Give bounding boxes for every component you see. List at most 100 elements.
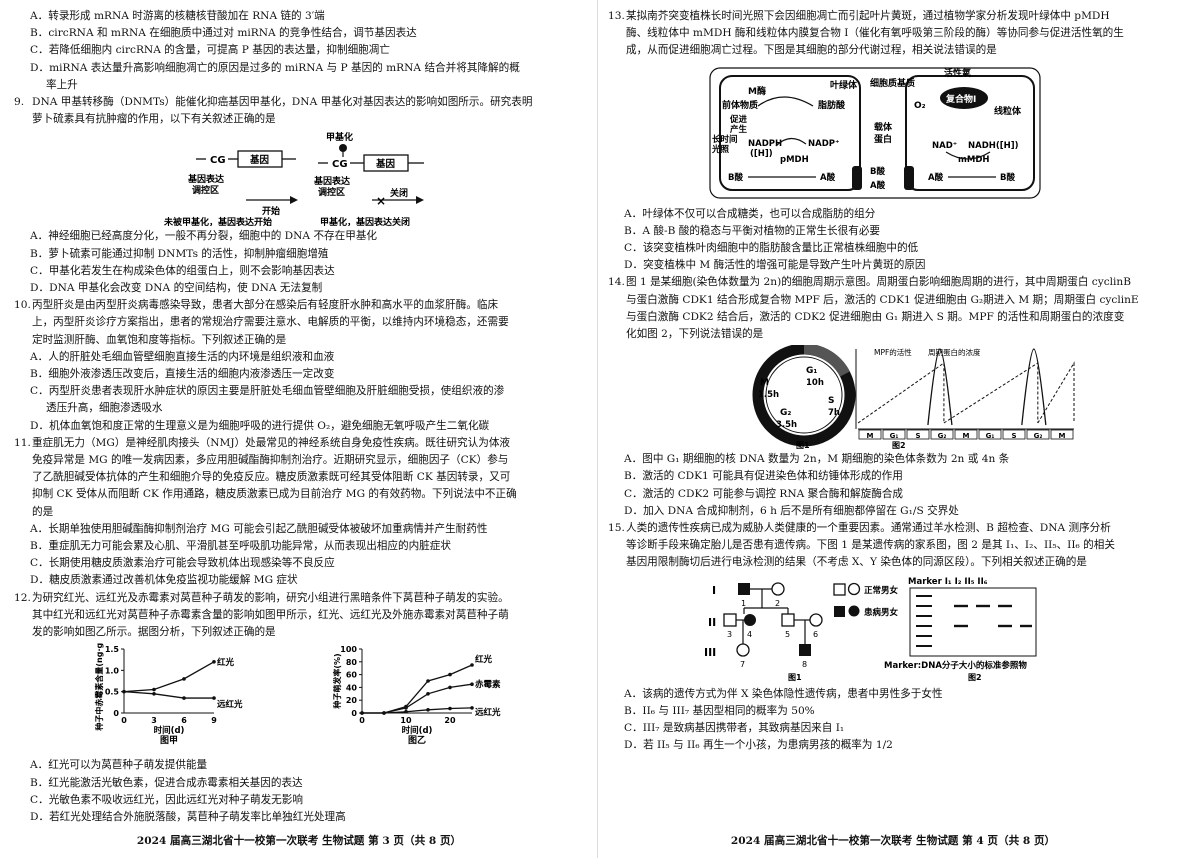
y-tick-label: 0.5 <box>105 688 120 697</box>
q15-number: 15. <box>608 522 625 535</box>
promote-label-2: 产生 <box>730 124 748 135</box>
phase-box <box>858 429 882 440</box>
acid-a-chloro: A酸 <box>820 172 836 183</box>
series-label-2: 远红光 <box>475 707 501 718</box>
q12-stem-line2: 其中红光和远红光对莴苣种子赤霉素含量的影响如图甲所示，红光、远红光及外施赤霉素对… <box>32 608 509 621</box>
ind-I1 <box>738 582 750 595</box>
phase-s: S <box>828 396 834 406</box>
q8-option-a: A．转录形成 mRNA 时游离的核糖核苷酸加在 RNA 链的 3′端 <box>30 10 325 22</box>
dna-methylation-diagram: CG 基因 基因表达 调控区 开始 未被甲基化，基因表达开始 甲基化 CG 基因… <box>163 131 424 228</box>
phase-g1-time: 10h <box>806 378 824 388</box>
q14-stem-line3: 与蛋白激酶 CDK2 结合后，激活的 CDK2 促进细胞由 G₁ 期进入 S 期… <box>626 310 1125 323</box>
ros-label: 活性氧 <box>944 67 971 79</box>
q11-option-d: D．糖皮质激素通过改善机体免疫监视功能缓解 MG 症状 <box>30 574 298 587</box>
y-axis-label: 种子萌发率(%) <box>332 654 342 710</box>
data-point <box>152 688 156 692</box>
y-tick-label: 1.5 <box>105 645 120 654</box>
start-label: 开始 <box>262 205 280 217</box>
gen-I: I <box>712 584 716 597</box>
fig2-caption: 图2 <box>892 441 906 449</box>
q13-option-d: D．突变植株中 M 酶活性的增强可能是导致产生叶片黄斑的原因 <box>624 259 926 272</box>
chloroplast-box <box>719 74 861 191</box>
x-tick-label: 3 <box>151 716 157 725</box>
phase-tick-label: G₂ <box>1034 432 1043 440</box>
q9-stem-line2: 萝卜硫素具有抗肿瘤的作用，以下有关叙述正确的是 <box>32 113 276 126</box>
phase-tick-label: S <box>915 432 920 440</box>
data-point <box>470 682 474 687</box>
block-x-mark: × <box>376 194 386 208</box>
acid-a-mito: A酸 <box>928 172 944 183</box>
q11-stem-line4: 抑制 CK 受体从而阻断 CK 作用通路，糖皮质激素已成为目前治疗 MG 的有效… <box>32 488 517 501</box>
gene-label-left: 基因 <box>249 154 269 166</box>
phase-tick-label: G₁ <box>890 432 899 440</box>
y-axis-label: 种子中赤霉素含量(ng·g⁻¹) <box>94 643 104 732</box>
q15-option-b: B．II₆ 与 III₇ 基因型相同的概率为 50% <box>624 704 815 717</box>
phase-s-time: 7h <box>828 408 840 418</box>
q10-stem-text1: 丙型肝炎是由丙型肝炎病毒感染导致，患者大部分在感染后有轻度肝水肿和高水平的血浆肝… <box>32 299 499 312</box>
phase-m-time: 1.5h <box>758 390 779 400</box>
m-enzyme-label: M酶 <box>748 85 766 97</box>
phase-box <box>954 429 978 440</box>
y-tick-label: 20 <box>346 696 358 705</box>
promote-label-1: 促进 <box>729 114 748 125</box>
acid-b-cytosol: B酸 <box>870 166 885 177</box>
data-point <box>470 663 474 668</box>
metabolism-diagram: 叶绿体 细胞质基质 活性氧 复合物Ⅰ 线粒体 M酶 前体物质 脂肪酸 促进 产生… <box>709 67 1041 199</box>
complex-one <box>940 86 988 109</box>
pedigree-and-gel: I II III 1 2 3 4 5 6 7 <box>704 577 1037 682</box>
q10-stem-line3: 定时监测肝酶、血氧饱和度等指标。下列叙述正确的是 <box>32 333 287 346</box>
q10-number: 10. <box>14 299 31 312</box>
q15-stem-line1: 15.人类的遗传性疾病已成为威胁人类健康的一个重要因素。通常通过羊水检测、B 超… <box>608 520 1178 537</box>
phase-tick-label: M <box>867 432 874 440</box>
q12-option-d: D．若红光处理结合外施脱落酸，莴苣种子萌发率比单独红光处理高 <box>30 810 346 823</box>
q13-option-c: C．该突变植株叶肉细胞中的脂肪酸含量比正常植株细胞中的低 <box>624 242 919 255</box>
phase-box <box>906 429 930 440</box>
num-1: 1 <box>741 599 746 608</box>
light-label-1: 长时间 <box>712 134 738 145</box>
legend-affected: 患病男女 <box>864 607 899 618</box>
ind-III8 <box>799 643 811 656</box>
mpf-peak-1 <box>1021 348 1047 426</box>
q12-option-a: A．红光可以为莴苣种子萌发提供能量 <box>30 759 208 772</box>
series-line-2 <box>362 707 473 714</box>
data-point <box>212 660 216 664</box>
carrier-label-1: 载体 <box>874 121 893 133</box>
carrier-mito <box>904 165 914 190</box>
region-right-2: 调控区 <box>318 186 345 198</box>
phase-tick-label: M <box>963 432 970 440</box>
legend-cyclin: 周期蛋白的浓度 <box>928 347 981 357</box>
acid-a-cytosol: A酸 <box>870 180 886 191</box>
cycle-segment-m <box>803 343 850 377</box>
q15-option-d: D．若 II₅ 与 II₆ 再生一个小孩，为患病男孩的概率为 1/2 <box>624 739 893 752</box>
q12-option-b: B．红光能激活光敏色素，促进合成赤霉素相关基因的表达 <box>30 776 303 789</box>
gen-III: III <box>704 646 716 659</box>
legend-normal-female <box>847 582 861 595</box>
nad-label: NAD⁺ <box>932 141 957 151</box>
phase-box <box>882 429 906 440</box>
q13-option-b: B．A 酸-B 酸的稳态与平衡对植物的正常生长很有必要 <box>624 224 881 237</box>
x-tick-label: 0 <box>359 716 365 725</box>
q13-option-a: A．叶绿体不仅可以合成糖类，也可以合成脂肪的组分 <box>624 207 876 220</box>
q15-option-c: C．III₇ 是致病基因携带者，其致病基因来自 I₁ <box>624 722 845 735</box>
data-point <box>182 677 186 681</box>
q8-option-d: D．miRNA 表达量升高影响细胞凋亡的原因是过多的 miRNA 与 P 基因的… <box>30 61 520 74</box>
chart-title: 图甲 <box>160 735 178 746</box>
phase-box <box>978 429 1002 440</box>
q15-option-a: A．该病的遗传方式为伴 X 染色体隐性遗传病，患者中男性多于女性 <box>624 687 943 700</box>
legend-normal-male <box>833 583 846 596</box>
x-tick-label: 0 <box>121 716 127 725</box>
q11-number: 11. <box>14 436 31 449</box>
q12-stem-text1: 为研究红光、远红光及赤霉素对莴苣种子萌发的影响，研究小组进行黑暗条件下莴苣种子萌… <box>32 591 509 604</box>
q9-number: 9. <box>14 96 25 109</box>
carrier-label-2: 蛋白 <box>874 133 892 145</box>
pmdh-label: pMDH <box>780 155 809 165</box>
q14-number: 14. <box>608 276 625 289</box>
q14-option-a: A．图中 G₁ 期细胞的核 DNA 数量为 2n，M 期细胞的染色体条数为 2n… <box>624 453 1010 466</box>
fig1-caption: 图1 <box>796 441 810 449</box>
gel-frame <box>909 587 1037 657</box>
q13-stem-text1: 某拟南芥突变植株长时间光照下会因细胞凋亡而引起叶片黄斑，通过植物学家分析发现叶绿… <box>626 10 1110 22</box>
cytosol-label: 细胞质基质 <box>870 77 915 89</box>
phase-g1: G₁ <box>806 366 817 376</box>
region-right-1: 基因表达 <box>313 175 350 187</box>
